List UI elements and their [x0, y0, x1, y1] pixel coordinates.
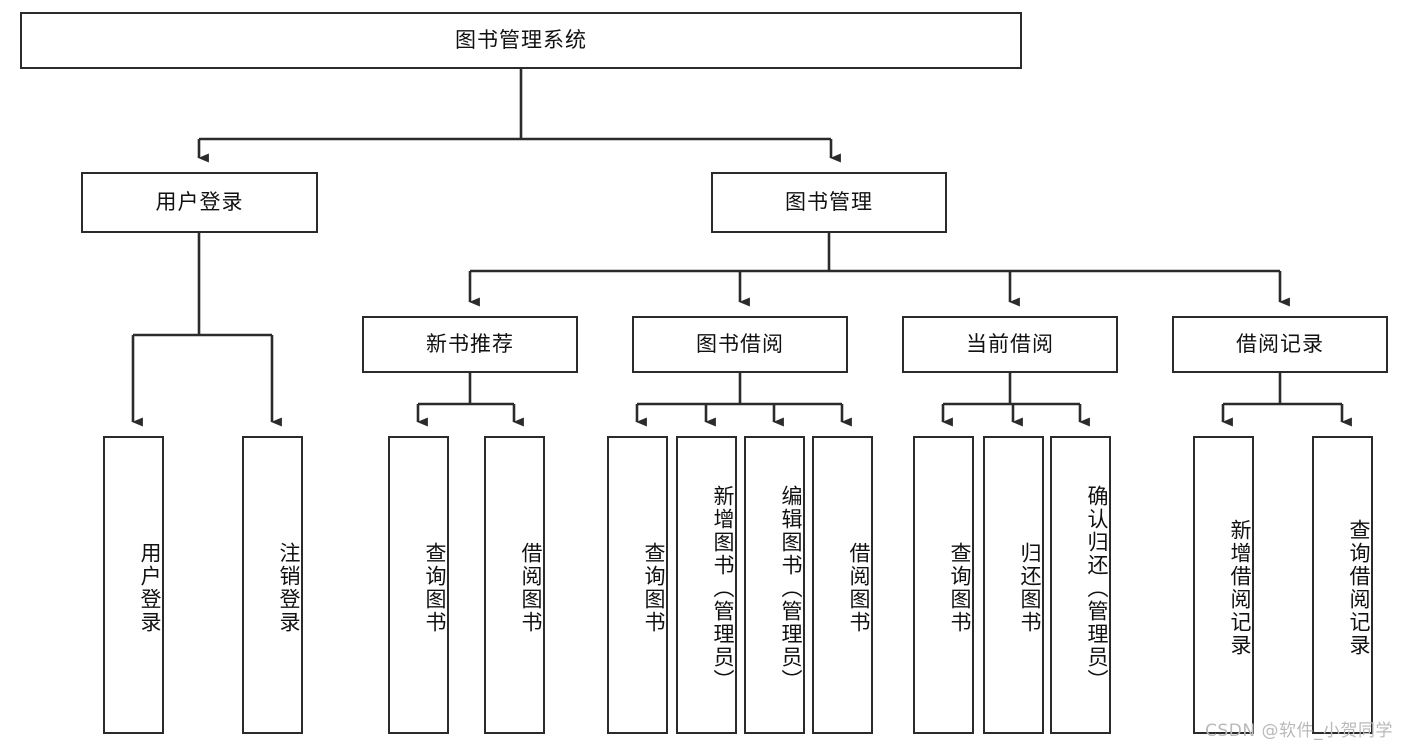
- node-root[interactable]: 图书管理系统: [20, 12, 1022, 69]
- node-leaf-logout-login-label: 注销登录: [277, 542, 301, 634]
- node-leaf-return-book-label: 归还图书: [1018, 542, 1042, 634]
- node-leaf-edit-book[interactable]: 编辑图书（管理员）: [744, 436, 805, 734]
- node-borrow-record-label: 借阅记录: [1236, 332, 1324, 357]
- node-user-login-label: 用户登录: [155, 190, 244, 215]
- node-new-book-recommend-label: 新书推荐: [426, 332, 514, 357]
- node-leaf-add-book[interactable]: 新增图书（管理员）: [676, 436, 737, 734]
- node-current-borrow-label: 当前借阅: [966, 332, 1054, 357]
- node-current-borrow[interactable]: 当前借阅: [902, 316, 1118, 373]
- node-leaf-confirm-return-label: 确认归还（管理员）: [1085, 484, 1109, 692]
- node-leaf-confirm-return[interactable]: 确认归还（管理员）: [1050, 436, 1111, 734]
- node-leaf-query-book-2[interactable]: 查询图书: [607, 436, 668, 734]
- node-leaf-add-book-label: 新增图书（管理员）: [711, 484, 735, 692]
- node-book-borrow[interactable]: 图书借阅: [632, 316, 848, 373]
- node-root-label: 图书管理系统: [455, 28, 587, 53]
- node-leaf-borrow-book-2-label: 借阅图书: [847, 542, 871, 634]
- node-leaf-logout-login[interactable]: 注销登录: [242, 436, 303, 734]
- node-leaf-query-book-1-label: 查询图书: [423, 542, 447, 634]
- node-book-management-label: 图书管理: [785, 190, 873, 215]
- node-leaf-user-login[interactable]: 用户登录: [103, 436, 164, 734]
- node-leaf-query-book-2-label: 查询图书: [642, 542, 666, 634]
- node-leaf-query-record[interactable]: 查询借阅记录: [1312, 436, 1373, 734]
- node-leaf-query-book-1[interactable]: 查询图书: [388, 436, 449, 734]
- node-leaf-add-record-label: 新增借阅记录: [1228, 519, 1252, 657]
- node-user-login[interactable]: 用户登录: [81, 172, 318, 233]
- node-leaf-return-book[interactable]: 归还图书: [983, 436, 1044, 734]
- watermark: CSDN @软件_小贺同学: [1205, 721, 1393, 741]
- node-leaf-borrow-book-1[interactable]: 借阅图书: [484, 436, 545, 734]
- node-leaf-query-book-3[interactable]: 查询图书: [913, 436, 974, 734]
- node-leaf-query-book-3-label: 查询图书: [948, 542, 972, 634]
- node-leaf-borrow-book-1-label: 借阅图书: [519, 542, 543, 634]
- node-leaf-query-record-label: 查询借阅记录: [1347, 519, 1371, 657]
- node-leaf-add-record[interactable]: 新增借阅记录: [1193, 436, 1254, 734]
- node-leaf-user-login-label: 用户登录: [138, 542, 162, 634]
- node-leaf-borrow-book-2[interactable]: 借阅图书: [812, 436, 873, 734]
- node-book-management[interactable]: 图书管理: [711, 172, 947, 233]
- node-book-borrow-label: 图书借阅: [696, 332, 784, 357]
- node-leaf-edit-book-label: 编辑图书（管理员）: [779, 484, 803, 692]
- node-new-book-recommend[interactable]: 新书推荐: [362, 316, 578, 373]
- node-borrow-record[interactable]: 借阅记录: [1172, 316, 1388, 373]
